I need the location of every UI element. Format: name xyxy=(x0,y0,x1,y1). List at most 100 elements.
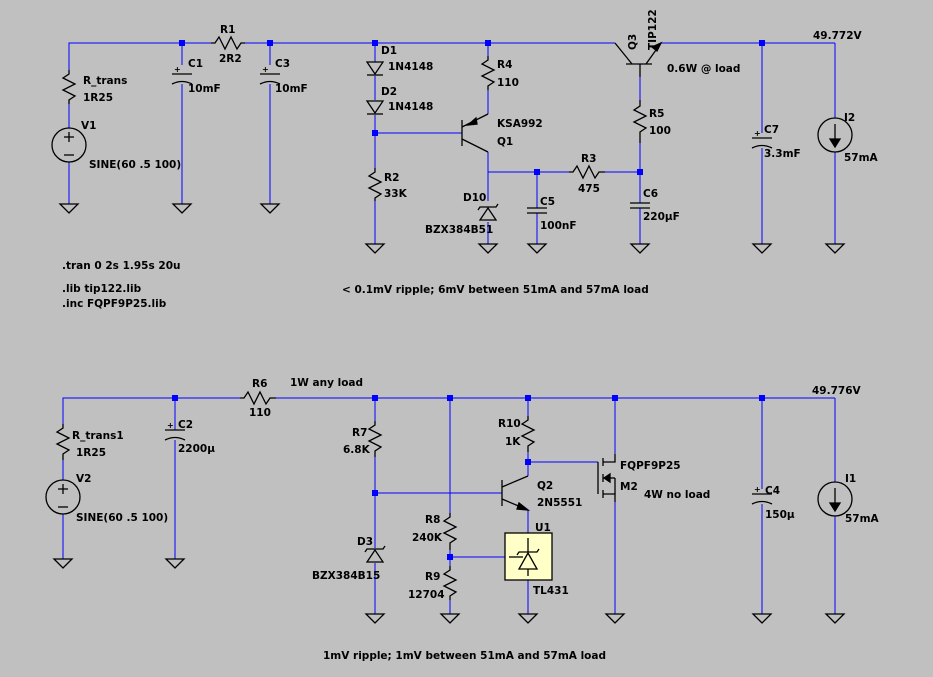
q1-name: Q1 xyxy=(497,136,513,148)
d3-value: BZX384B15 xyxy=(312,570,380,582)
r10-name: R10 xyxy=(498,418,521,430)
m2-name: M2 xyxy=(620,481,638,493)
q3-value: TIP122 xyxy=(647,9,659,50)
i1-name: I1 xyxy=(845,473,856,485)
capacitor-c3[interactable]: + xyxy=(259,65,281,85)
r6-note: 1W any load xyxy=(290,377,363,389)
r7-value: 6.8K xyxy=(343,444,371,456)
resistor-r10[interactable] xyxy=(520,416,536,452)
capacitor-c4[interactable]: + xyxy=(751,485,773,505)
mosfet-m2[interactable] xyxy=(597,454,616,502)
r1-name: R1 xyxy=(220,24,235,36)
bottom-output-voltage: 49.776V xyxy=(812,385,862,397)
d2-value: 1N4148 xyxy=(388,101,433,113)
r2-name: R2 xyxy=(384,172,399,184)
diode-d1[interactable] xyxy=(365,61,385,76)
r6-name: R6 xyxy=(252,378,267,390)
r-trans1-value: 1R25 xyxy=(76,447,106,459)
voltage-source-v2[interactable] xyxy=(45,479,81,515)
d10-value: BZX384B51 xyxy=(425,224,493,236)
c2-value: 2200µ xyxy=(178,443,215,455)
resistor-r2[interactable] xyxy=(367,168,383,201)
i2-name: I2 xyxy=(844,112,855,124)
c6-name: C6 xyxy=(643,188,658,200)
c7-name: C7 xyxy=(764,124,779,136)
svg-text:+: + xyxy=(262,65,269,74)
r6-value: 110 xyxy=(249,407,271,419)
q2-name: Q2 xyxy=(537,480,553,492)
capacitor-c7[interactable]: + xyxy=(751,129,773,149)
bottom-junctions xyxy=(172,395,765,560)
r2-value: 33K xyxy=(384,188,408,200)
m2-note: 4W no load xyxy=(644,489,710,501)
bottom-wires xyxy=(62,397,836,614)
voltage-source-v1[interactable] xyxy=(51,127,87,163)
q3-note: 0.6W @ load xyxy=(667,63,740,75)
bottom-grounds xyxy=(52,558,846,624)
r-trans-value: 1R25 xyxy=(83,92,113,104)
d3-name: D3 xyxy=(357,536,373,548)
capacitor-c6[interactable] xyxy=(630,202,650,209)
directive-tran[interactable]: .tran 0 2s 1.95s 20u xyxy=(62,260,180,272)
c4-value: 150µ xyxy=(765,509,795,521)
d1-name: D1 xyxy=(381,45,397,57)
bottom-ripple-note: 1mV ripple; 1mV between 51mA and 57mA lo… xyxy=(323,650,606,662)
resistor-r7[interactable] xyxy=(367,421,383,457)
resistor-r5[interactable] xyxy=(632,100,648,143)
transistor-q2[interactable] xyxy=(501,475,531,511)
svg-text:+: + xyxy=(754,485,761,494)
resistor-r4[interactable] xyxy=(480,56,496,90)
d10-name: D10 xyxy=(463,192,486,204)
directive-inc[interactable]: .inc FQPF9P25.lib xyxy=(62,298,167,310)
directive-lib[interactable]: .lib tip122.lib xyxy=(62,283,142,295)
r5-name: R5 xyxy=(649,108,664,120)
svg-text:+: + xyxy=(167,421,174,430)
u1-name: U1 xyxy=(535,522,551,534)
r3-value: 475 xyxy=(578,183,600,195)
resistor-r1[interactable] xyxy=(211,35,245,51)
c6-value: 220µF xyxy=(643,211,680,223)
transistor-q3[interactable] xyxy=(614,41,663,77)
r7-name: R7 xyxy=(352,427,367,439)
q2-value: 2N5551 xyxy=(537,497,582,509)
resistor-r8[interactable] xyxy=(442,513,458,550)
m2-value: FQPF9P25 xyxy=(620,460,681,472)
c5-name: C5 xyxy=(540,196,555,208)
resistor-r9[interactable] xyxy=(442,566,458,600)
current-source-i1[interactable] xyxy=(817,481,853,517)
r4-name: R4 xyxy=(497,59,512,71)
r8-name: R8 xyxy=(425,514,440,526)
capacitor-c2[interactable]: + xyxy=(164,421,186,441)
v2-name: V2 xyxy=(76,473,91,485)
top-grounds xyxy=(58,203,846,254)
capacitor-c1[interactable]: + xyxy=(171,65,193,85)
v1-name: V1 xyxy=(81,120,96,132)
zener-d10[interactable] xyxy=(477,203,499,221)
resistor-r3[interactable] xyxy=(569,164,605,180)
resistor-r6[interactable] xyxy=(240,390,276,406)
r5-value: 100 xyxy=(649,125,671,137)
zener-d3[interactable] xyxy=(364,545,386,563)
d1-value: 1N4148 xyxy=(388,61,433,73)
r-trans-name: R_trans xyxy=(83,75,127,87)
r1-value: 2R2 xyxy=(219,53,242,65)
regulator-u1[interactable] xyxy=(504,532,553,581)
r-trans1-name: R_trans1 xyxy=(72,430,124,442)
c3-value: 10mF xyxy=(275,83,308,95)
r3-name: R3 xyxy=(581,153,596,165)
diode-d2[interactable] xyxy=(365,100,385,115)
r9-name: R9 xyxy=(425,571,440,583)
r10-value: 1K xyxy=(505,436,521,448)
top-output-voltage: 49.772V xyxy=(813,30,863,42)
resistor-r-trans[interactable] xyxy=(61,70,77,104)
q3-name: Q3 xyxy=(627,34,639,50)
svg-text:+: + xyxy=(754,129,761,138)
c5-value: 100nF xyxy=(540,220,577,232)
resistor-r-trans1[interactable] xyxy=(55,424,71,460)
i1-value: 57mA xyxy=(845,513,880,525)
c7-value: 3.3mF xyxy=(764,148,801,160)
q1-value: KSA992 xyxy=(497,118,543,130)
transistor-q1[interactable] xyxy=(461,113,489,153)
capacitor-c5[interactable] xyxy=(527,207,547,214)
current-source-i2[interactable] xyxy=(817,117,853,153)
